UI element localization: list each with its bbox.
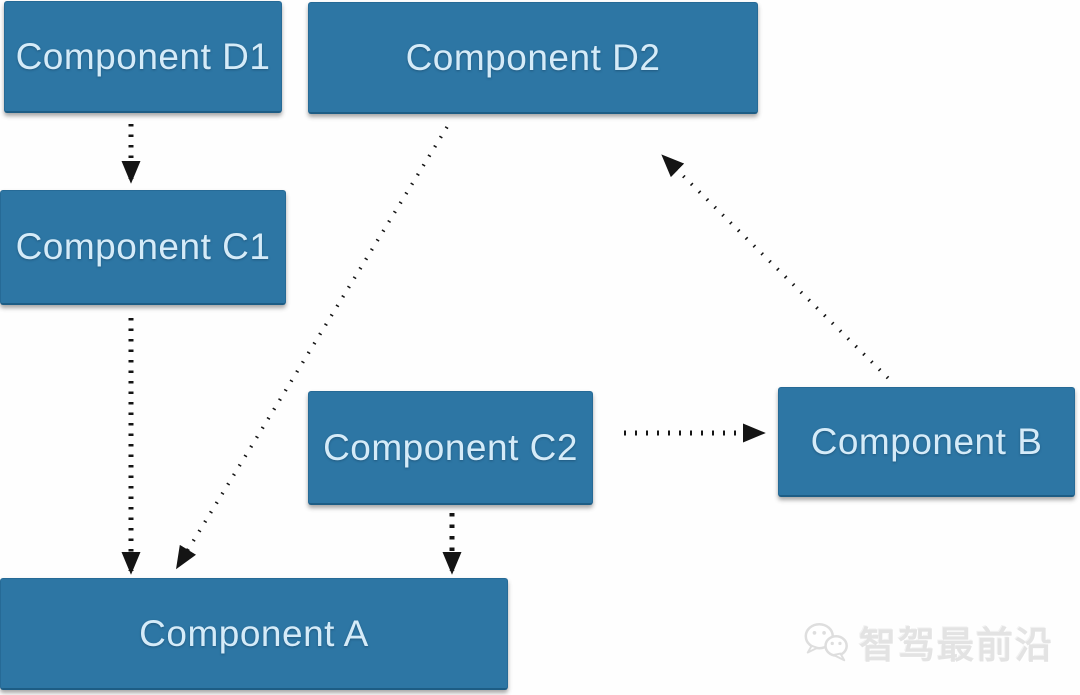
- node-component-d1: Component D1: [4, 1, 282, 113]
- node-label-a: Component A: [139, 612, 369, 654]
- node-label-c2: Component C2: [323, 426, 578, 468]
- watermark-text: 智驾最前沿: [859, 625, 1054, 666]
- node-label-c1: Component C1: [15, 226, 271, 267]
- node-label-d1: Component D1: [15, 35, 271, 77]
- node-component-d2: Component D2: [308, 2, 758, 114]
- node-component-c1: Component C1: [0, 190, 286, 305]
- watermark: 智驾最前沿: [801, 615, 1054, 669]
- edge-arrow: [661, 154, 890, 380]
- node-component-a: Component A: [0, 578, 508, 690]
- node-label-d2: Component D2: [405, 36, 661, 78]
- node-component-b: Component B: [778, 387, 1075, 497]
- wechat-icon: [804, 622, 848, 662]
- node-label-b: Component B: [810, 420, 1043, 462]
- node-component-c2: Component C2: [308, 391, 593, 505]
